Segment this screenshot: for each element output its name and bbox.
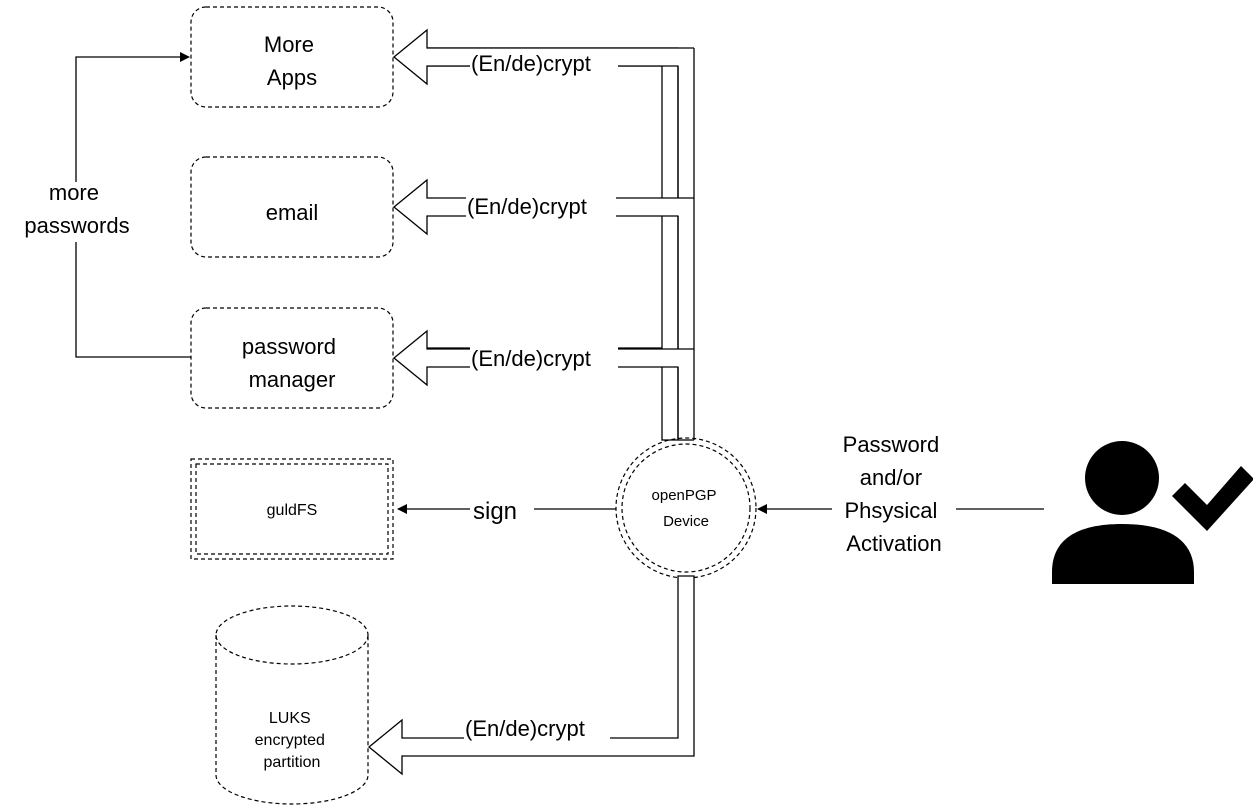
guldfs-label: guldFS <box>267 502 318 519</box>
password-manager-label: password manager <box>242 334 342 392</box>
user-check-icon <box>1052 441 1253 584</box>
openpgp-device-label: openPGP Device <box>652 487 721 530</box>
crypt-label-email: (En/de)crypt <box>467 194 587 219</box>
luks-cylinder <box>215 605 369 805</box>
crypt-label-luks: (En/de)crypt <box>465 716 585 741</box>
upper-bus-outline <box>427 47 679 441</box>
email-box <box>190 156 394 258</box>
openpgp-device-node <box>615 437 757 579</box>
upper-bus <box>677 48 695 441</box>
guldfs-box <box>190 458 394 560</box>
more-apps-box <box>190 6 394 108</box>
activation-label: Password and/or Phsysical Activation <box>843 432 946 556</box>
more-passwords-label: more passwords <box>24 180 129 238</box>
luks-label: LUKS encrypted partition <box>255 710 330 771</box>
more-apps-label: More Apps <box>264 32 320 90</box>
sign-label: sign <box>473 498 517 525</box>
lower-bus <box>367 575 695 776</box>
password-manager-box <box>190 307 394 409</box>
email-label: email <box>266 200 319 225</box>
crypt-label-password-manager: (En/de)crypt <box>471 346 591 371</box>
crypt-label-more-apps: (En/de)crypt <box>471 51 591 76</box>
